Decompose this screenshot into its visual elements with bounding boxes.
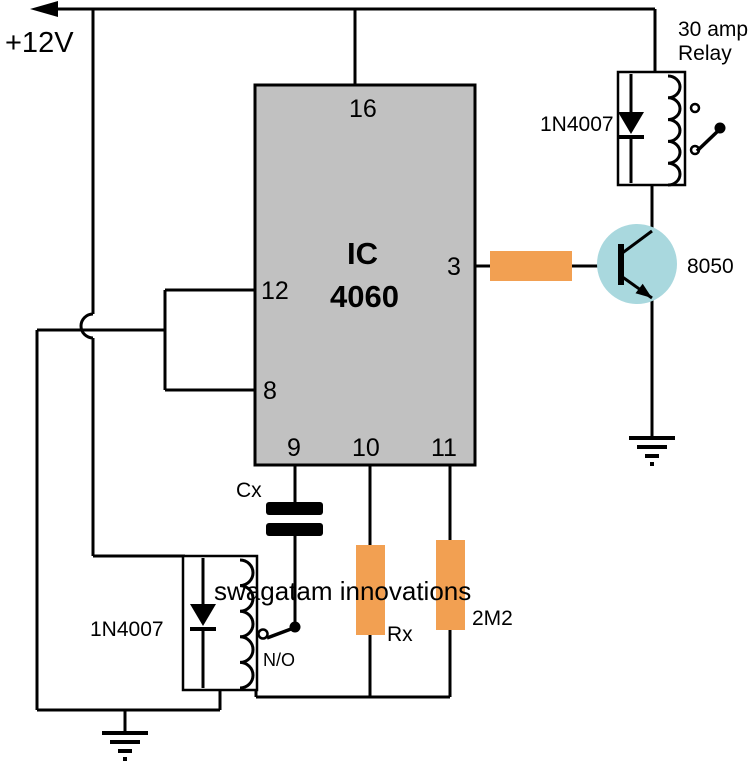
ground-right-icon	[629, 436, 675, 466]
transistor-symbol-icon	[618, 229, 653, 300]
transistor-label: 8050	[687, 255, 734, 278]
resistor-2m2	[436, 540, 465, 630]
relay-bottom-diode-label: 1N4007	[90, 618, 164, 641]
resistor-rx-label: Rx	[387, 623, 413, 646]
relay-bottom-contact-label: N/O	[263, 650, 295, 670]
pin-12-label: 12	[261, 277, 289, 305]
capacitor-plate-top-icon	[266, 502, 323, 515]
relay-top-coil-icon	[667, 74, 682, 187]
ic-4060-body	[253, 83, 477, 467]
transistor-body	[597, 224, 677, 304]
capacitor-label: Cx	[236, 479, 262, 502]
pin-8-label: 8	[263, 377, 277, 405]
resistor-2m2-label: 2M2	[472, 607, 513, 630]
wire-jump-hump	[79, 312, 94, 340]
relay-bottom: 1N4007 N/O	[90, 554, 301, 692]
supply-label: +12V	[5, 27, 74, 59]
relay-top-rating-line1: 30 amp	[678, 18, 748, 41]
pin-3-label: 3	[447, 253, 461, 281]
transistor-8050: 8050	[597, 224, 734, 304]
ic-title-line2: 4060	[330, 279, 399, 314]
relay-bottom-diode-icon	[190, 558, 216, 688]
relay-bottom-body	[181, 554, 259, 692]
pin-16-label: 16	[349, 95, 377, 123]
relay-top-diode-icon	[618, 74, 644, 183]
capacitor-plate-bottom-icon	[266, 523, 323, 536]
pin-11-label: 11	[431, 434, 457, 462]
relay-bottom-coil-icon	[239, 558, 255, 690]
ic-4060: IC 4060 16 12 8 3 9 10 11	[253, 83, 477, 467]
relay-top-rating-line2: Relay	[678, 42, 732, 65]
pin-10-label: 10	[352, 434, 380, 462]
pin-9-label: 9	[287, 434, 301, 462]
supply-arrow-icon	[30, 1, 58, 17]
watermark-text: swagatam innovations	[214, 576, 471, 606]
relay-bottom-contact-icon	[257, 621, 301, 640]
relay-top-contact-icon	[689, 102, 726, 156]
resistor-base	[490, 251, 572, 281]
ground-left-icon	[102, 731, 148, 761]
capacitor-cx: Cx	[236, 479, 323, 536]
ic-title-line1: IC	[347, 236, 378, 271]
relay-top-diode-label: 1N4007	[540, 113, 614, 136]
resistor-rx	[356, 545, 385, 635]
relay-top: 30 amp Relay 1N4007	[540, 18, 748, 187]
